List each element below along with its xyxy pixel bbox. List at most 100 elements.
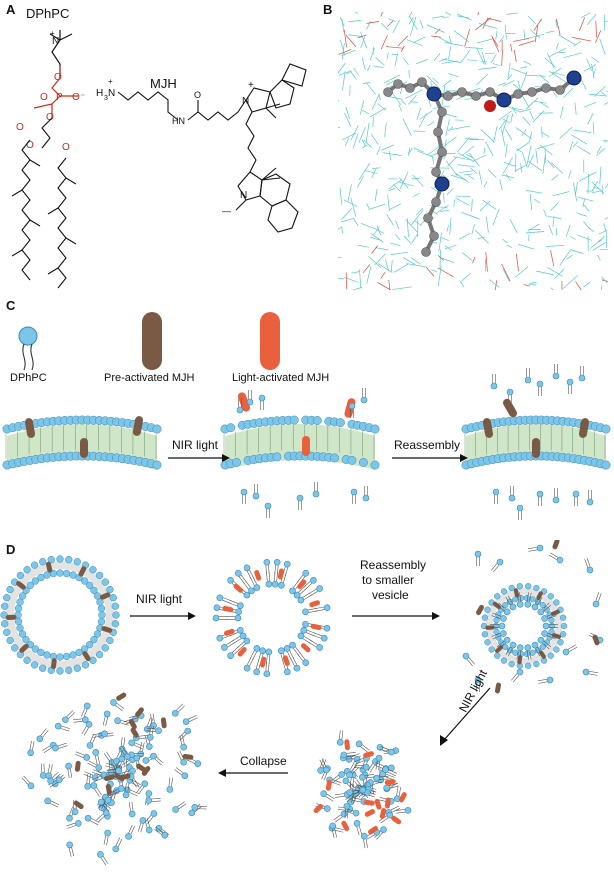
mjh-molecule [223, 628, 235, 636]
mjh-molecule [302, 436, 310, 456]
mjh-molecule [161, 717, 167, 729]
mjh-molecule [592, 634, 600, 646]
chemical-structure-drawing: N + P O O ⁻ O O O O O [11, 29, 307, 289]
broken-vesicle [212, 558, 331, 678]
panel-d-step-reassembly-line1: Reassembly [360, 558, 427, 572]
vesicle [480, 583, 568, 669]
mjh-molecule [344, 739, 350, 751]
mjh-molecule [45, 561, 53, 573]
mjh-molecule [536, 591, 543, 601]
panel-d-letter: D [6, 542, 16, 557]
mjh-molecule [277, 568, 285, 580]
membrane-segment [220, 392, 380, 470]
mjh-molecule [5, 614, 17, 621]
panel-d-graphic [0, 540, 604, 866]
svg-text:P: P [56, 92, 63, 103]
svg-text:O: O [72, 92, 80, 103]
svg-text:+: + [50, 29, 55, 38]
svg-text:+: + [248, 80, 254, 91]
svg-text:3: 3 [104, 95, 108, 102]
mjh-molecule [74, 760, 81, 772]
svg-text:+: + [108, 77, 113, 86]
mjh-molecule [379, 808, 387, 819]
mjh-molecule [78, 566, 87, 577]
mjh-molecule [135, 707, 144, 717]
mjh-molecule [259, 656, 267, 668]
svg-text:O: O [46, 112, 54, 123]
panel-d-step-nir-light: NIR light [136, 592, 183, 606]
mjh-molecule [282, 655, 290, 667]
panel-d-step-reassembly-line3: vesicle [372, 588, 409, 602]
mjh-molecule [128, 719, 137, 730]
mjh-molecule [492, 601, 502, 610]
mjh-molecule [182, 753, 194, 760]
legend-dphpc-icon [18, 326, 38, 371]
mjh-molecule [103, 774, 115, 782]
svg-text:O: O [16, 122, 24, 133]
mjh-molecule [476, 604, 484, 616]
svg-text:H: H [96, 88, 103, 99]
panel-d: NIR light Reassembly to smaller vesicle … [0, 540, 614, 878]
mjh-molecule [237, 646, 247, 657]
panel-c-step-reassembly: Reassembly [394, 438, 461, 452]
mjh-molecule [532, 438, 540, 458]
mjh-molecule [485, 625, 495, 630]
mjh-molecule [310, 623, 322, 631]
dphpc-structure-label: DPhPC [26, 6, 70, 21]
panel-c: DPhPC Pre-activated MJH Light-activated … [0, 298, 614, 538]
mjh-molecule [101, 626, 113, 633]
mjh-molecule [363, 799, 375, 806]
mjh-molecule [16, 581, 26, 590]
mjh-molecule [341, 820, 350, 832]
mjh-molecule [50, 658, 57, 670]
svg-text:N: N [52, 36, 59, 47]
mjh-molecule [503, 398, 517, 418]
svg-text:N: N [242, 96, 249, 107]
mjh-molecule [24, 418, 36, 438]
panel-a-letter: A [6, 2, 16, 17]
mjh-molecule [82, 651, 91, 662]
svg-text:O: O [54, 72, 62, 83]
mjh-molecule [513, 588, 520, 598]
svg-text:N: N [240, 190, 247, 201]
mjh-molecule [517, 655, 523, 665]
panel-c-step-nir-light: NIR light [172, 438, 219, 452]
mjh-molecule [141, 766, 151, 776]
panel-d-step-collapse: Collapse [240, 754, 287, 768]
panel-c-graphic [2, 312, 611, 520]
mjh-molecule [494, 682, 502, 694]
mjh-molecule [130, 727, 139, 738]
mjh-molecule [99, 592, 111, 600]
mjh-molecule [105, 783, 112, 795]
panel-a-structures: N + P O O ⁻ O O O O O [0, 0, 320, 295]
md-simulation-snapshot [338, 12, 608, 290]
mjh-molecule [578, 418, 590, 438]
panel-b-letter: B [323, 2, 333, 17]
mjh-molecule [364, 809, 376, 817]
mjh-molecule [80, 438, 88, 458]
mjh-molecule [132, 416, 144, 436]
legend-light-mjh-label: Light-activated MJH [232, 372, 330, 384]
mjh-molecule [482, 418, 494, 438]
svg-text:⁻: ⁻ [80, 92, 85, 103]
mjh-molecule [363, 751, 374, 758]
mjh-molecule [552, 540, 560, 550]
mjh-molecule [19, 643, 29, 653]
svg-text:N: N [108, 88, 115, 99]
mjh-molecule [254, 569, 262, 581]
mjh-molecule [391, 815, 402, 825]
collapsed-cloud [21, 692, 207, 866]
mjh-molecule [551, 633, 562, 639]
svg-text:—: — [222, 206, 231, 216]
mjh-molecule [384, 797, 391, 809]
svg-text:O: O [62, 142, 70, 153]
panel-d-step-reassembly-line2: to smaller [362, 573, 415, 587]
mjh-molecule [119, 773, 131, 781]
mjh-structure-label: MJH [150, 76, 177, 91]
legend-light-mjh-icon [260, 312, 280, 370]
mjh-molecule [313, 804, 324, 814]
mjh-molecule [116, 692, 127, 701]
svg-text:O: O [194, 90, 201, 100]
mjh-molecule [233, 583, 244, 593]
legend-pre-mjh-label: Pre-activated MJH [104, 372, 195, 384]
